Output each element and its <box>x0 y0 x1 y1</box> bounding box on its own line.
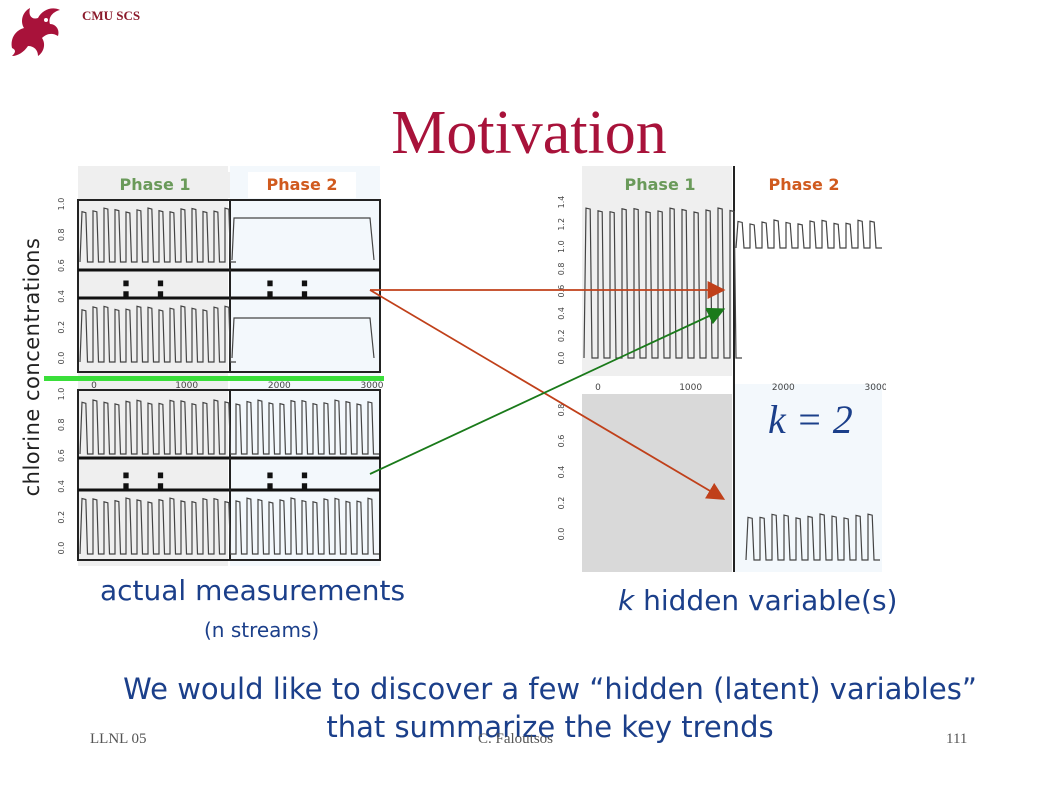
y-tick-label: 0.2 <box>557 329 566 342</box>
left-ellipsis-1b: : : <box>264 270 317 305</box>
left-caption: actual measurements <box>100 574 406 607</box>
x-tick-label: 1000 <box>175 381 198 391</box>
dragon-logo-icon <box>11 8 61 56</box>
right-caption-rest: hidden variable(s) <box>634 584 898 617</box>
slide-title: Motivation <box>391 99 667 167</box>
y-tick-label: 0.4 <box>57 480 66 493</box>
y-tick-label: 0.8 <box>557 404 566 417</box>
y-tick-label: 0.8 <box>57 418 66 431</box>
footer-center: C. Faloutsos <box>478 731 554 747</box>
y-tick-label: 0.6 <box>57 259 66 272</box>
x-tick-label: 3000 <box>361 381 384 391</box>
right-phase2-tab: Phase 2 <box>748 172 860 198</box>
arrow-green <box>369 307 726 475</box>
left-ellipsis-2a: : : <box>120 462 173 497</box>
y-tick-label: 0.4 <box>57 290 66 303</box>
left-ellipsis-2b: : : <box>264 462 317 497</box>
left-top-group <box>77 199 381 373</box>
y-tick-label: 0.4 <box>557 307 566 320</box>
y-tick-label: 1.0 <box>557 240 566 253</box>
left-measurements-plot: 1.0 0.8 0.6 0.4 0.2 0.0 1.0 0.8 0.6 0.4 0.2 0.0 0 1… <box>57 166 384 566</box>
x-tick-label: 2000 <box>268 381 291 391</box>
x-tick-label: 0 <box>595 383 601 393</box>
y-tick-label: 0.0 <box>557 528 566 541</box>
x-tick-label: 3000 <box>865 383 886 393</box>
y-tick-label: 0.0 <box>557 352 566 365</box>
y-tick-label: 1.4 <box>557 196 566 209</box>
header-org: CMU SCS <box>82 8 141 23</box>
y-tick-label: 0.6 <box>557 435 566 448</box>
y-tick-label: 0.8 <box>57 228 66 241</box>
y-tick-label: 1.0 <box>57 388 66 401</box>
arrow-red-2 <box>369 289 726 500</box>
y-tick-label: 0.0 <box>57 352 66 365</box>
left-ellipsis-1a: : : <box>120 270 173 305</box>
right-phase1-tab: Phase 1 <box>590 172 730 198</box>
y-tick-label: 1.0 <box>57 198 66 211</box>
x-tick-label: 0 <box>91 381 97 391</box>
y-tick-label: 0.8 <box>557 262 566 275</box>
y-tick-label: 1.2 <box>557 218 566 231</box>
footer-page-number: 111 <box>946 731 968 747</box>
left-series-3 <box>79 399 379 455</box>
left-subcaption: (n streams) <box>204 618 320 642</box>
x-tick-label: 2000 <box>772 383 795 393</box>
right-hidden-series-1 <box>583 207 882 359</box>
left-phase2-tab: Phase 2 <box>248 172 356 198</box>
summary-text: We would like to discover a few “hidden … <box>123 672 977 744</box>
left-phase1-tab: Phase 1 <box>80 172 230 198</box>
green-separator <box>44 376 384 381</box>
y-tick-label: 0.4 <box>557 466 566 479</box>
y-tick-label: 0.0 <box>57 542 66 555</box>
k-value-label: k = 2 <box>768 397 853 442</box>
left-series-1 <box>79 207 236 263</box>
left-bottom-group <box>77 389 381 561</box>
y-tick-label: 0.2 <box>57 511 66 524</box>
right-caption: k hidden variable(s) <box>618 584 898 617</box>
footer-left: LLNL 05 <box>90 731 147 747</box>
left-series-4 <box>79 497 379 555</box>
y-tick-label: 0.2 <box>57 321 66 334</box>
y-tick-label: 0.6 <box>557 285 566 298</box>
y-tick-label: 0.2 <box>557 497 566 510</box>
x-tick-label: 1000 <box>679 383 702 393</box>
left-series-2 <box>79 305 236 363</box>
y-tick-label: 0.6 <box>57 449 66 462</box>
right-hidden-series-2 <box>745 513 880 561</box>
